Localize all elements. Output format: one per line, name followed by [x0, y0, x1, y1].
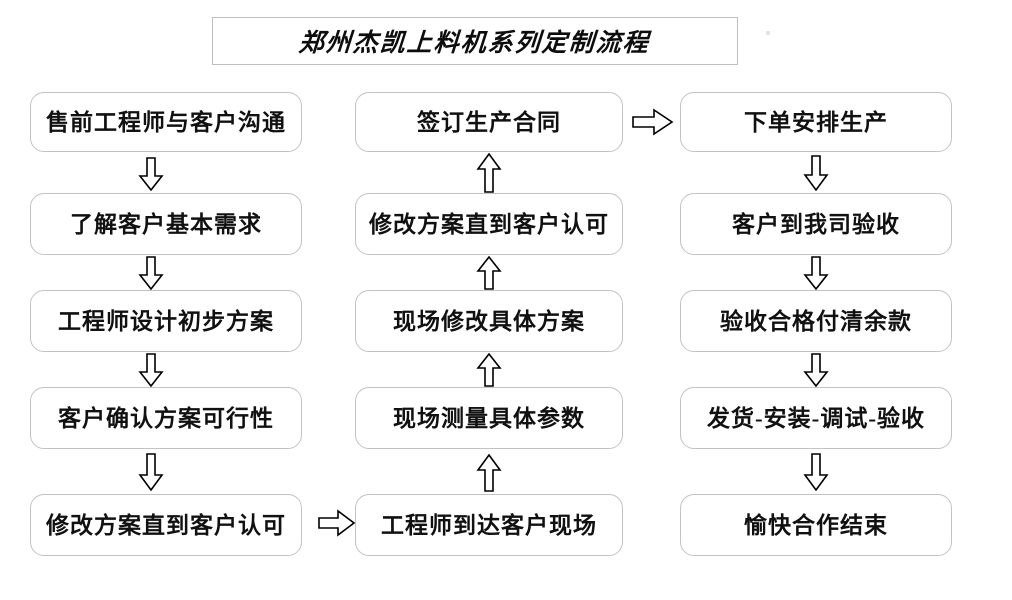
node-left-5-label: 修改方案直到客户认可: [46, 512, 286, 538]
node-left-5[interactable]: 修改方案直到客户认可: [30, 494, 302, 556]
node-middle-1-label: 签订生产合同: [417, 109, 561, 135]
node-right-5[interactable]: 愉快合作结束: [680, 494, 952, 556]
node-middle-5-label: 工程师到达客户现场: [381, 512, 597, 538]
arrow-down-right-3: [803, 353, 829, 387]
arrow-down-left-2: [138, 256, 164, 290]
node-right-1[interactable]: 下单安排生产: [680, 92, 952, 152]
node-middle-1[interactable]: 签订生产合同: [355, 92, 623, 152]
node-left-3-label: 工程师设计初步方案: [58, 308, 274, 334]
node-right-4-label: 发货-安装-调试-验收: [707, 405, 925, 431]
node-left-2-label: 了解客户基本需求: [70, 211, 262, 237]
node-right-2[interactable]: 客户到我司验收: [680, 193, 952, 255]
node-left-1[interactable]: 售前工程师与客户沟通: [30, 92, 302, 152]
node-middle-3-label: 现场修改具体方案: [393, 308, 585, 334]
arrow-up-middle-3: [476, 256, 502, 290]
node-middle-2[interactable]: 修改方案直到客户认可: [355, 193, 623, 255]
node-left-4[interactable]: 客户确认方案可行性: [30, 387, 302, 449]
arrow-down-right-1: [803, 155, 829, 191]
node-middle-4-label: 现场测量具体参数: [393, 405, 585, 431]
arrow-right-top: [632, 107, 674, 137]
arrow-up-middle-1: [476, 454, 502, 492]
arrow-down-left-1: [138, 157, 164, 191]
node-left-2[interactable]: 了解客户基本需求: [30, 193, 302, 255]
arrow-down-right-4: [803, 453, 829, 491]
decorative-artifact: [766, 31, 770, 35]
node-left-4-label: 客户确认方案可行性: [58, 405, 274, 431]
node-right-4[interactable]: 发货-安装-调试-验收: [680, 387, 952, 449]
node-right-1-label: 下单安排生产: [744, 109, 888, 135]
chart-title-box: 郑州杰凯上料机系列定制流程: [212, 17, 738, 65]
node-middle-5[interactable]: 工程师到达客户现场: [355, 494, 623, 556]
node-left-3[interactable]: 工程师设计初步方案: [30, 290, 302, 352]
node-left-1-label: 售前工程师与客户沟通: [46, 109, 286, 135]
arrow-up-middle-2: [476, 353, 502, 387]
arrow-right-bottom: [318, 508, 356, 538]
arrow-down-left-3: [138, 353, 164, 387]
arrow-down-right-2: [803, 256, 829, 290]
arrow-up-middle-4: [476, 153, 502, 193]
node-middle-3[interactable]: 现场修改具体方案: [355, 290, 623, 352]
node-middle-2-label: 修改方案直到客户认可: [369, 211, 609, 237]
node-right-3-label: 验收合格付清余款: [720, 308, 912, 334]
arrow-down-left-4: [138, 453, 164, 491]
node-middle-4[interactable]: 现场测量具体参数: [355, 387, 623, 449]
node-right-5-label: 愉快合作结束: [744, 512, 888, 538]
node-right-3[interactable]: 验收合格付清余款: [680, 290, 952, 352]
chart-title-text: 郑州杰凯上料机系列定制流程: [298, 28, 652, 57]
node-right-2-label: 客户到我司验收: [732, 211, 900, 237]
